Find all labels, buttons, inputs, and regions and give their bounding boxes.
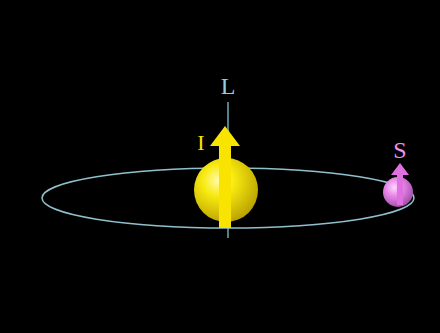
electron-spin-label: S <box>393 138 406 162</box>
nuclear-spin-label: I <box>197 132 204 154</box>
electron-spin-arrow <box>391 163 409 205</box>
orbital-momentum-label: L <box>221 74 236 98</box>
nucleus-spin-arrow <box>210 126 240 228</box>
